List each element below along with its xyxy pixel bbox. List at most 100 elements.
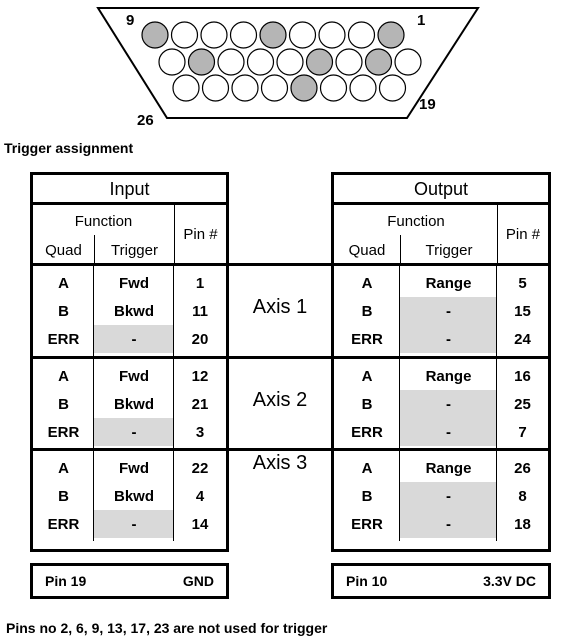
connector-pin <box>187 48 216 76</box>
output-title-divider <box>331 202 551 205</box>
quad-cell: A <box>361 367 373 385</box>
group-divider <box>30 263 229 266</box>
input-quad-label: Quad <box>45 241 82 259</box>
pin-cell: 1 <box>195 274 205 292</box>
quad-cell: ERR <box>47 330 80 348</box>
trigger-cell: - <box>131 515 137 533</box>
pin-cell: 5 <box>518 274 527 292</box>
quad-cell: ERR <box>47 515 80 533</box>
column-divider <box>496 451 497 541</box>
group-divider <box>30 448 229 451</box>
connector-pin <box>170 21 199 49</box>
quad-cell: B <box>58 302 69 320</box>
output-title: Output <box>413 178 469 199</box>
connector-pin <box>347 21 376 49</box>
group-divider <box>30 356 229 359</box>
trigger-cell-shade <box>94 418 174 446</box>
trigger-cell: - <box>446 423 451 441</box>
column-divider <box>399 266 400 356</box>
column-divider <box>173 266 174 356</box>
trigger-cell: Bkwd <box>113 302 154 320</box>
trigger-cell-shade <box>400 390 497 418</box>
quad-cell: A <box>58 274 69 292</box>
trigger-cell: Fwd <box>119 274 149 292</box>
connector-pin <box>318 21 346 49</box>
pin-label-1: 1 <box>417 12 426 29</box>
trigger-cell-shade <box>400 482 497 510</box>
input-subheader-divider <box>94 235 95 264</box>
connector-pin <box>231 74 259 102</box>
connector-pin <box>260 74 289 102</box>
input-pin-label: Pin # <box>183 225 218 243</box>
column-divider <box>173 451 174 541</box>
connector-pin <box>364 48 393 76</box>
pin-cell: 14 <box>191 515 209 533</box>
trigger-cell: - <box>131 330 137 348</box>
connector-pin <box>349 74 377 102</box>
input-title: Input <box>109 178 150 199</box>
footer-input-pin: Pin 19 <box>45 573 87 589</box>
quad-cell: B <box>58 395 69 413</box>
trigger-cell: - <box>446 395 451 413</box>
pin-cell: 15 <box>514 302 531 320</box>
pin-cell: 16 <box>514 367 531 385</box>
connector-pin <box>290 74 318 102</box>
unused-pins-note: Pins no 2, 6, 9, 13, 17, 23 are not used… <box>6 620 328 636</box>
output-header-divider <box>497 205 498 264</box>
connector-pin <box>288 21 317 49</box>
output-table-border <box>331 172 551 552</box>
connector-pin <box>229 21 258 49</box>
footer-output-pin: Pin 10 <box>346 573 388 589</box>
quad-cell: ERR <box>351 330 383 348</box>
pin-cell: 21 <box>191 395 209 413</box>
pin-cell: 18 <box>514 515 531 533</box>
trigger-cell: Range <box>425 367 472 385</box>
pin-cell: 12 <box>191 367 209 385</box>
trigger-cell: - <box>446 515 451 533</box>
input-table-border <box>30 172 229 552</box>
pin-cell: 25 <box>514 395 531 413</box>
column-divider <box>173 359 174 449</box>
trigger-cell: - <box>446 487 451 505</box>
trigger-cell: Fwd <box>119 459 149 477</box>
group-divider <box>331 356 551 359</box>
column-divider <box>93 451 94 541</box>
footer-output-value: 3.3V DC <box>483 573 536 589</box>
output-pin-label: Pin # <box>505 225 541 243</box>
connector-pin <box>217 48 245 76</box>
quad-cell: A <box>361 274 373 292</box>
footer-input-gnd: Pin 19 GND <box>30 563 229 599</box>
column-divider <box>399 359 400 449</box>
input-trigger-label: Trigger <box>111 241 158 259</box>
pin-cell: 7 <box>518 423 527 441</box>
trigger-cell: - <box>446 302 451 320</box>
input-header-divider <box>174 205 175 264</box>
pin-cell: 22 <box>191 459 209 477</box>
connector-pin <box>158 48 186 76</box>
quad-cell: ERR <box>47 423 80 441</box>
connector-pin <box>305 48 334 76</box>
footer-input-value: GND <box>182 573 214 589</box>
connector-pin <box>172 74 200 102</box>
quad-cell: ERR <box>351 515 383 533</box>
connector-pin <box>394 48 422 76</box>
quad-cell: A <box>58 459 69 477</box>
input-function-label: Function <box>74 212 133 230</box>
connector-pin <box>141 21 169 49</box>
trigger-cell: Fwd <box>119 367 149 385</box>
pin-cell: 4 <box>195 487 205 505</box>
db26-connector-diagram <box>96 7 480 119</box>
pin-cell: 20 <box>191 330 209 348</box>
trigger-cell: Range <box>425 459 472 477</box>
trigger-cell: - <box>131 423 137 441</box>
trigger-cell: Bkwd <box>113 395 154 413</box>
connector-pin <box>201 74 230 102</box>
trigger-cell: Bkwd <box>113 487 154 505</box>
trigger-cell: Range <box>425 274 472 292</box>
trigger-assignment-caption: Trigger assignment <box>4 140 134 156</box>
trigger-cell-shade <box>400 510 497 538</box>
column-divider <box>496 266 497 356</box>
output-trigger-label: Trigger <box>425 241 473 259</box>
footer-output-power: Pin 10 3.3V DC <box>331 563 551 599</box>
trigger-cell: - <box>446 330 451 348</box>
